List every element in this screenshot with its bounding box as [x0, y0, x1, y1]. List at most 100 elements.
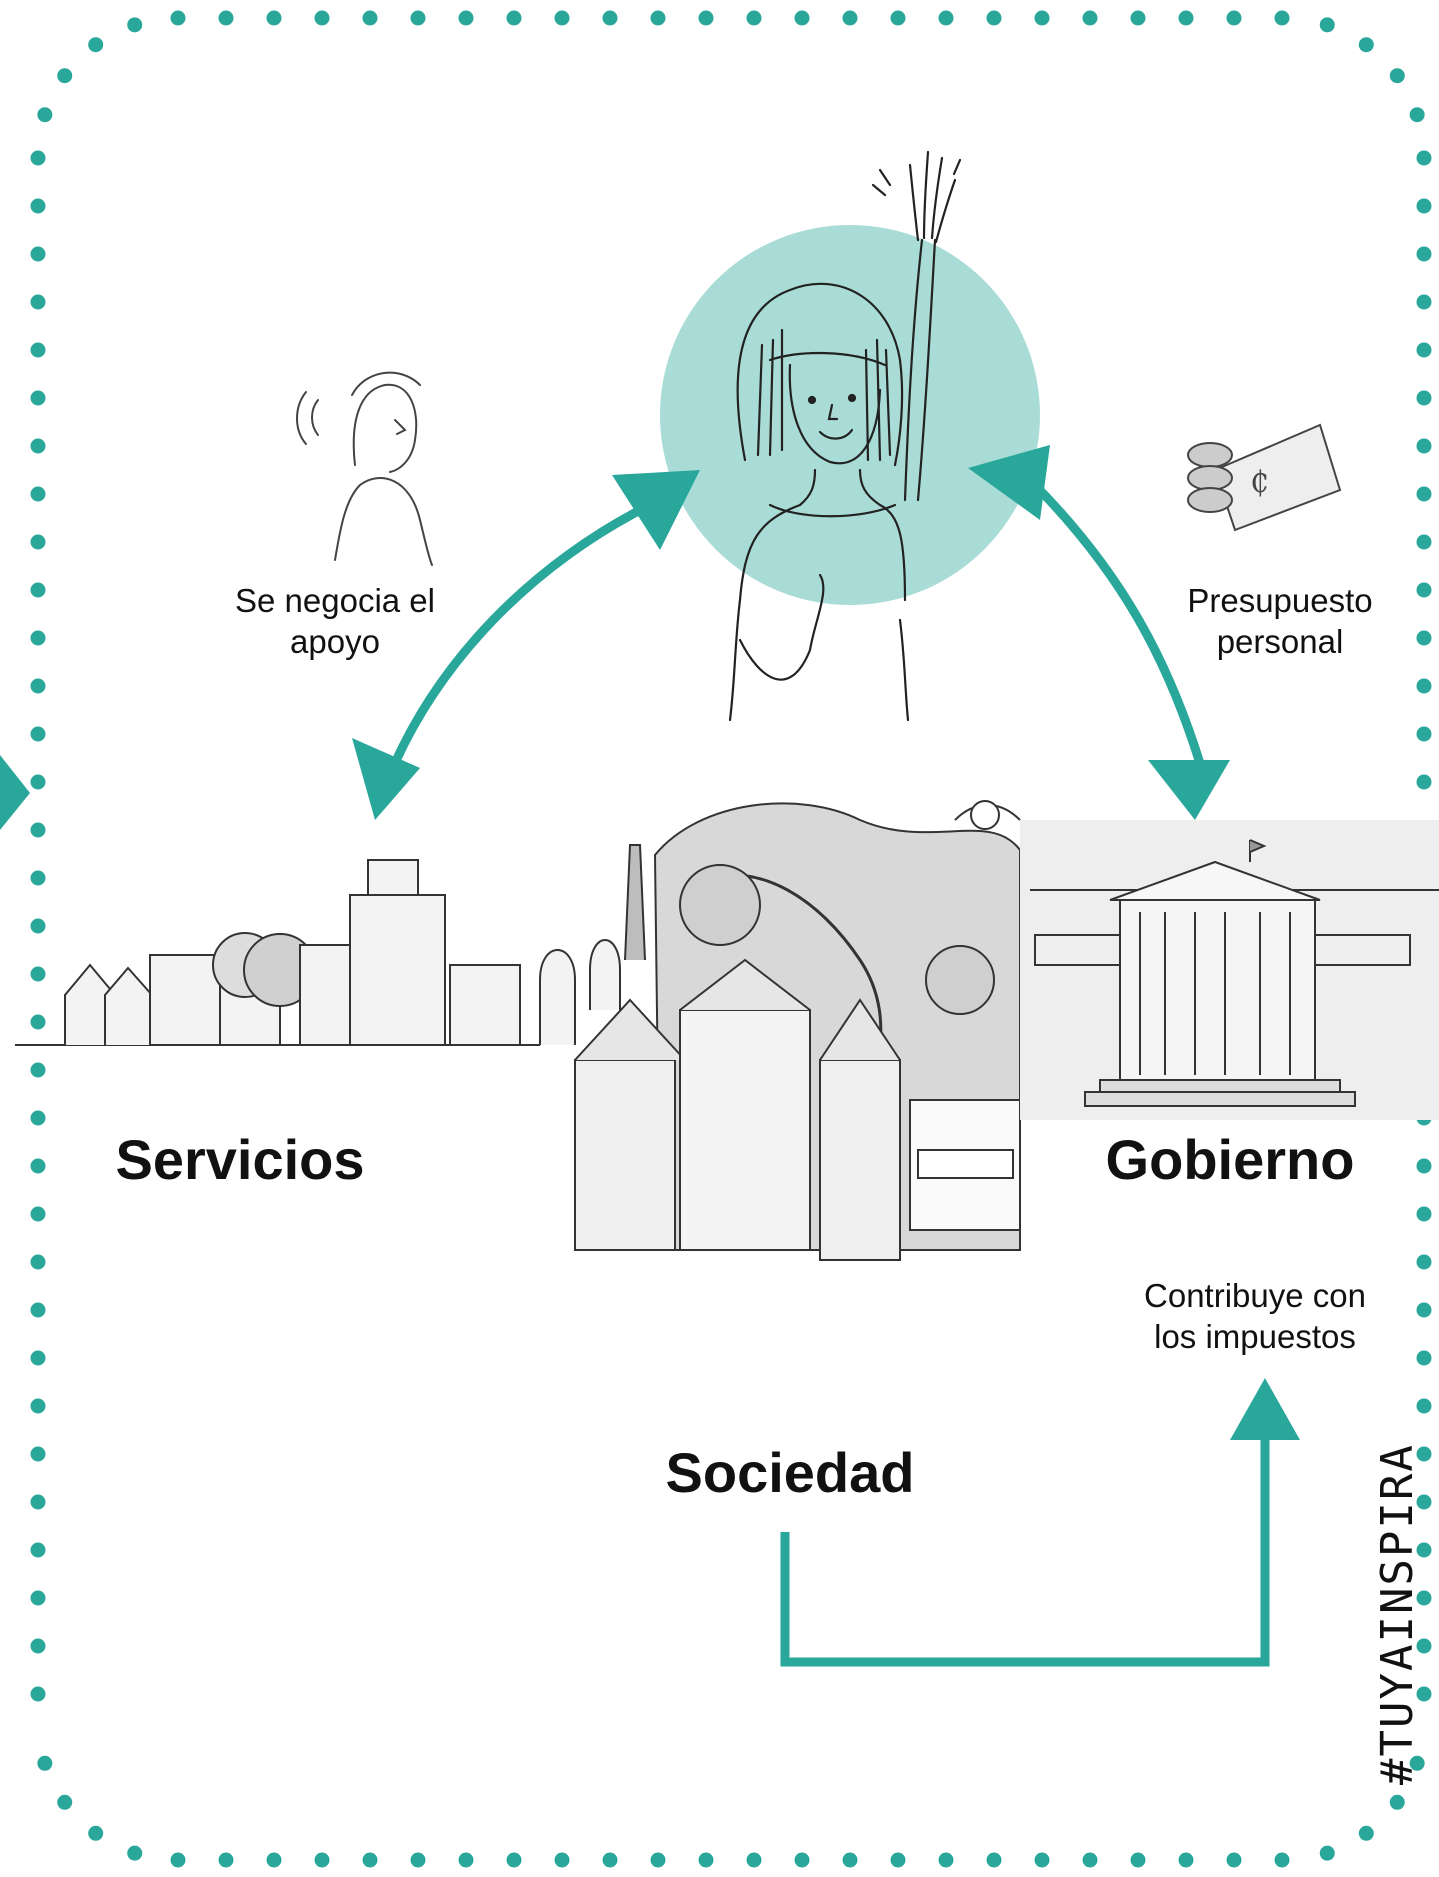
border-dot [30, 1014, 46, 1030]
border-dot [1416, 1542, 1432, 1558]
border-dot [30, 1446, 46, 1462]
border-dot [30, 870, 46, 886]
border-dot [458, 10, 474, 26]
node-sociedad: Sociedad [665, 1441, 915, 1504]
border-dot [1416, 1446, 1432, 1462]
border-dot [1274, 1852, 1290, 1868]
border-dot [30, 1494, 46, 1510]
border-dot [1319, 17, 1335, 33]
arrow-impuestos [780, 1378, 1300, 1667]
border-dot [1416, 582, 1432, 598]
border-dot [458, 1852, 474, 1868]
border-dot [88, 1825, 104, 1841]
border-dot [30, 966, 46, 982]
border-dot [30, 1542, 46, 1558]
border-dot [1416, 438, 1432, 454]
border-dot [938, 10, 954, 26]
border-dot [1082, 1852, 1098, 1868]
border-dot [1416, 678, 1432, 694]
border-dot [218, 10, 234, 26]
border-dot [1226, 1852, 1242, 1868]
border-dot [30, 1686, 46, 1702]
border-dot [1416, 1686, 1432, 1702]
border-dot [506, 10, 522, 26]
border-dot [1034, 10, 1050, 26]
border-dot [1082, 10, 1098, 26]
border-dot [746, 1852, 762, 1868]
border-dot [1226, 10, 1242, 26]
border-dot [30, 198, 46, 214]
border-dot [266, 10, 282, 26]
border-dot [1416, 246, 1432, 262]
border-dot [266, 1852, 282, 1868]
border-dot [1416, 1206, 1432, 1222]
border-dot [57, 68, 73, 84]
border-dot [30, 486, 46, 502]
border-dot [1389, 68, 1405, 84]
border-dot [1130, 10, 1146, 26]
border-dot [30, 342, 46, 358]
border-dot [1416, 390, 1432, 406]
border-dot [1416, 486, 1432, 502]
border-dot [1416, 1158, 1432, 1174]
border-dot [1416, 1494, 1432, 1510]
border-dot [1416, 774, 1432, 790]
left-arrow-tip [0, 755, 30, 830]
border-dot [410, 1852, 426, 1868]
border-dot [1416, 726, 1432, 742]
border-dot [127, 1845, 143, 1861]
border-dot [30, 1350, 46, 1366]
border-dot [170, 10, 186, 26]
border-dot [1416, 1590, 1432, 1606]
border-dot [1389, 1794, 1405, 1810]
hashtag-text: #TUYAINSPIRA [1372, 1443, 1423, 1785]
border-dot [1409, 107, 1425, 123]
border-dot [218, 1852, 234, 1868]
border-dot [938, 1852, 954, 1868]
border-dot [362, 10, 378, 26]
border-dot [986, 1852, 1002, 1868]
border-dot [1130, 1852, 1146, 1868]
border-dot [170, 1852, 186, 1868]
label-presupuesto: Presupuesto personal [1187, 582, 1373, 661]
border-dot [30, 1302, 46, 1318]
border-dot [30, 294, 46, 310]
border-dot [650, 10, 666, 26]
town-sketch-icon [574, 800, 1021, 1261]
border-dot [746, 10, 762, 26]
border-dot [30, 630, 46, 646]
border-dot [30, 582, 46, 598]
arrow-negocia [352, 470, 700, 820]
border-dot [30, 678, 46, 694]
border-dot [37, 107, 53, 123]
border-dot [842, 1852, 858, 1868]
border-dot [698, 10, 714, 26]
parliament-building-icon [1020, 820, 1439, 1120]
border-dot [1416, 1398, 1432, 1414]
border-dot [30, 1590, 46, 1606]
border-dot [30, 390, 46, 406]
border-dot [1319, 1845, 1335, 1861]
border-dot [314, 1852, 330, 1868]
border-dot [554, 1852, 570, 1868]
arrow-presupuesto [968, 445, 1230, 820]
border-dot [1416, 342, 1432, 358]
border-dot [1416, 150, 1432, 166]
border-dot [30, 150, 46, 166]
border-dot [1178, 1852, 1194, 1868]
border-dot [30, 1638, 46, 1654]
border-dot [842, 10, 858, 26]
border-dot [794, 1852, 810, 1868]
border-dot [554, 10, 570, 26]
border-dot [794, 10, 810, 26]
border-dot [506, 1852, 522, 1868]
border-dot [127, 17, 143, 33]
label-negocia: Se negocia el apoyo [235, 582, 435, 661]
border-dot [30, 1398, 46, 1414]
border-dot [314, 10, 330, 26]
border-dot [602, 1852, 618, 1868]
border-dot [1416, 534, 1432, 550]
border-dot [1416, 1638, 1432, 1654]
talking-person-icon [296, 371, 433, 566]
border-dot [37, 1755, 53, 1771]
